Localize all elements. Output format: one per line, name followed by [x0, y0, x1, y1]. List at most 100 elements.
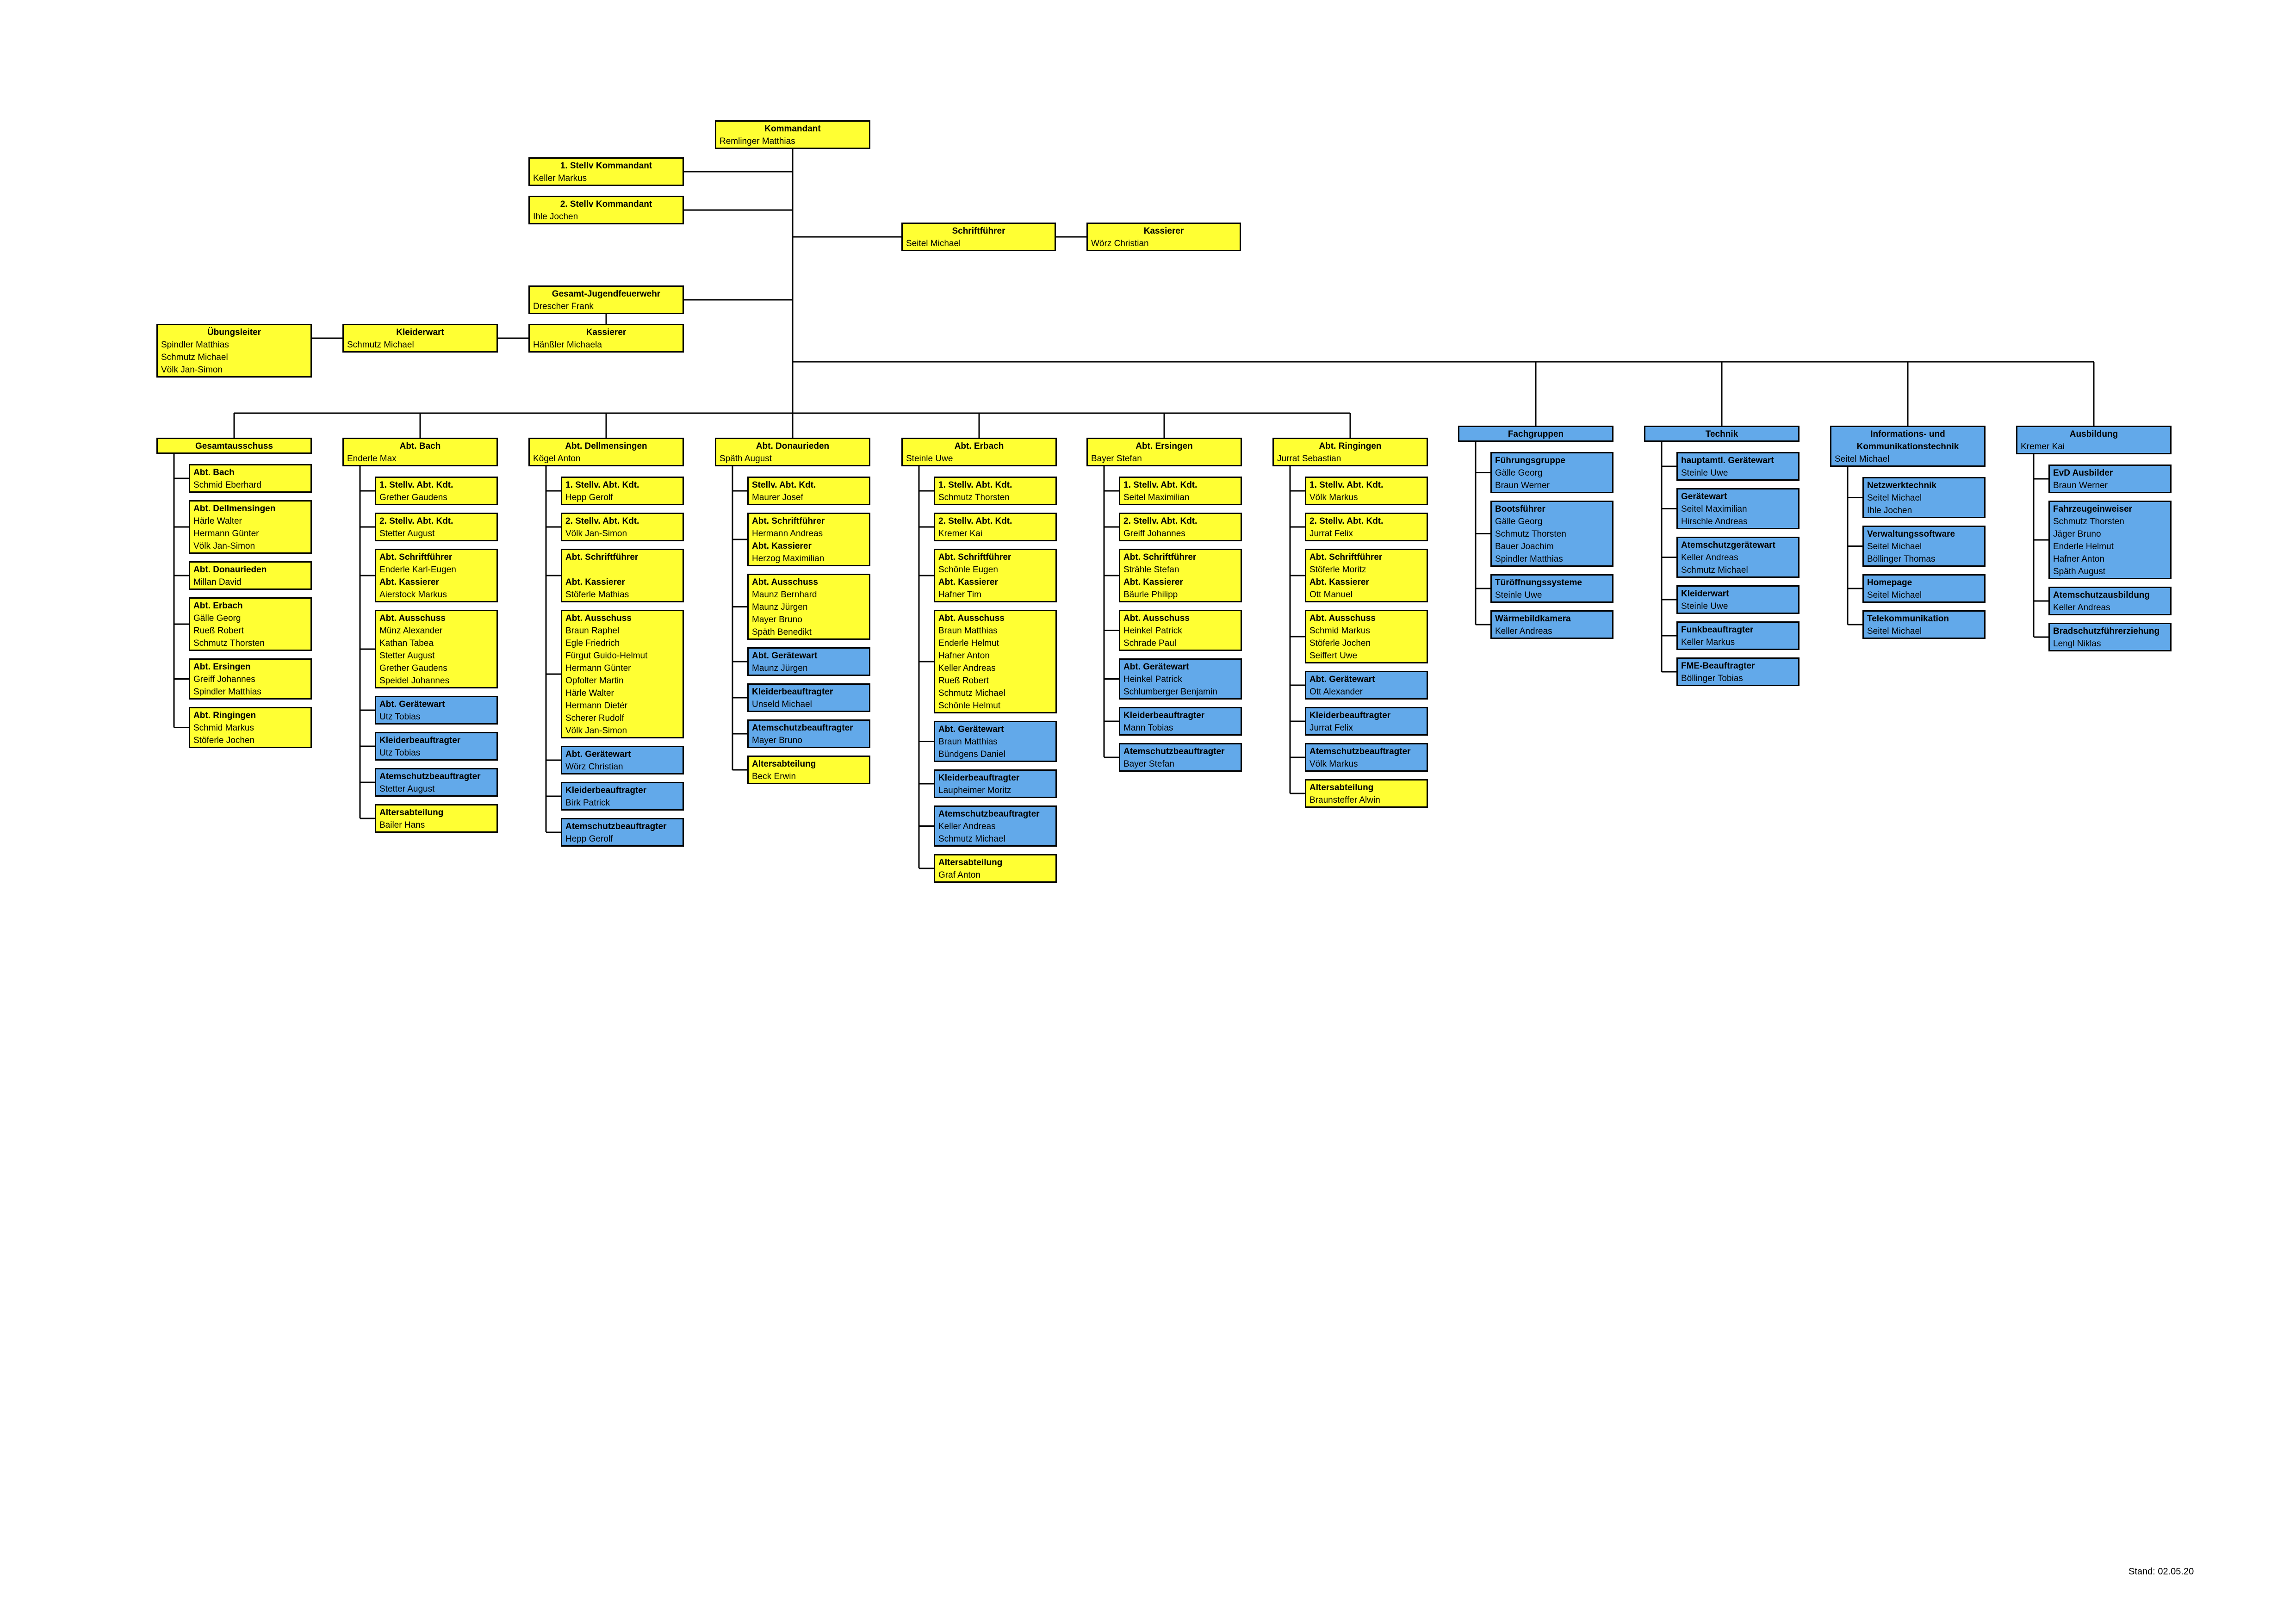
person-name: Scherer Rudolf: [565, 713, 624, 723]
column-head-3-title: Abt. Donaurieden: [756, 441, 830, 451]
position-label: Funkbeauftragter: [1681, 625, 1754, 635]
position-label: Türöffnungssysteme: [1495, 578, 1582, 588]
person-name: Bauer Joachim: [1495, 542, 1554, 551]
person-name: Hafner Anton: [2053, 554, 2104, 564]
person-name: Greiff Johannes: [1123, 529, 1185, 539]
person-name: Seitel Maximilian: [1123, 493, 1190, 502]
position-label: Abt. Schriftführer: [1309, 552, 1383, 562]
person-name: Maurer Josef: [752, 493, 803, 502]
jugendfeuerwehr-box-name: Drescher Frank: [533, 302, 594, 311]
person-name: Schmid Markus: [1309, 626, 1370, 636]
person-name: Seitel Maximilian: [1681, 504, 1747, 514]
person-name: Völk Jan-Simon: [565, 529, 627, 539]
person-name: Utz Tobias: [379, 748, 421, 758]
person-name: Völk Jan-Simon: [193, 541, 255, 551]
person-name: Stöferle Jochen: [1309, 638, 1371, 648]
position-label: 2. Stellv. Abt. Kdt.: [1309, 516, 1384, 526]
jugend-uebungsleiter-box-name: Völk Jan-Simon: [161, 365, 223, 375]
position-label: Abt. Erbach: [193, 601, 243, 611]
person-name: Schmid Markus: [193, 723, 254, 733]
position-label: Gerätewart: [1681, 492, 1727, 502]
column-head-9-name: Seitel Michael: [1835, 454, 1890, 464]
position-box: 1. Stellv. Abt. Kdt.Grether Gaudens: [375, 477, 498, 505]
jugend-uebungsleiter-box-name: Schmutz Michael: [161, 353, 228, 362]
person-name: Millan David: [193, 577, 242, 587]
person-name: Schmutz Thorsten: [2053, 517, 2124, 527]
column-head-0: Gesamtausschuss: [156, 438, 312, 454]
person-name: Bayer Stefan: [1123, 759, 1174, 769]
position-label: hauptamtl. Gerätewart: [1681, 456, 1774, 465]
person-name: Stetter August: [379, 784, 435, 794]
column-head-8-title: Technik: [1705, 429, 1738, 439]
column-head-2-name: Kögel Anton: [533, 454, 581, 464]
person-name: Speidel Johannes: [379, 676, 450, 686]
person-name: Gälle Georg: [1495, 468, 1543, 478]
position-label: 2. Stellv. Abt. Kdt.: [379, 516, 453, 526]
position-label: Bradschutzführerziehung: [2053, 626, 2160, 636]
person-name: Hafner Anton: [938, 651, 990, 661]
person-name: Ihle Jochen: [1867, 506, 1912, 515]
column-head-4-name: Steinle Uwe: [906, 454, 953, 464]
position-label: Fahrzeugeinweiser: [2053, 504, 2133, 514]
position-label: Wärmebildkamera: [1495, 614, 1571, 624]
column-head-5-title: Abt. Ersingen: [1136, 441, 1193, 451]
person-name: Laupheimer Moritz: [938, 786, 1011, 795]
position-label: 1. Stellv. Abt. Kdt.: [938, 480, 1012, 490]
position-box: 2. Stellv. Abt. Kdt. Völk Jan-Simon: [561, 513, 684, 541]
column-head-1-name: Enderle Max: [347, 454, 397, 464]
position-box: 1. Stellv. Abt. Kdt.Hepp Gerolf: [561, 477, 684, 505]
position-label: Abt. Schriftführer: [379, 552, 453, 562]
position-label: Atemschutzbeauftragter: [752, 723, 853, 733]
position-label: Verwaltungssoftware: [1867, 529, 1955, 539]
stellv2-box-name: Ihle Jochen: [533, 212, 578, 222]
person-name: Grether Gaudens: [379, 663, 447, 673]
person-name: Gälle Georg: [1495, 517, 1543, 527]
person-name: Spindler Matthias: [193, 687, 261, 697]
jugendfeuerwehr-box-title: Gesamt-Jugendfeuerwehr: [552, 289, 661, 299]
jugend-kleiderwart-box-name: Schmutz Michael: [347, 340, 414, 350]
position-label: Abt. Dellmensingen: [193, 504, 276, 514]
position-label: Abt. Bach: [193, 468, 235, 477]
person-name: Mann Tobias: [1123, 723, 1173, 733]
person-name: Schmutz Michael: [1681, 565, 1748, 575]
position-label: Kleiderwart: [1681, 589, 1729, 599]
column-head-1-title: Abt. Bach: [399, 441, 441, 451]
person-name: Böllinger Tobias: [1681, 674, 1743, 683]
person-name: Seitel Michael: [1867, 542, 1922, 551]
person-name: Späth Benedikt: [752, 627, 812, 637]
kassierer-box-name: Wörz Christian: [1091, 239, 1149, 248]
position-label: 2. Stellv. Abt. Kdt.: [565, 516, 639, 526]
column-head-6-title: Abt. Ringingen: [1319, 441, 1382, 451]
column-head-7: Fachgruppen: [1458, 426, 1613, 442]
person-name: Beck Erwin: [752, 772, 796, 781]
position-label: Stellv. Abt. Kdt.: [752, 480, 816, 490]
person-name: Keller Andreas: [2053, 603, 2110, 613]
position-label: Homepage: [1867, 578, 1912, 588]
position-label: Abt. Schriftführer: [1123, 552, 1197, 562]
column-head-5-name: Bayer Stefan: [1091, 454, 1142, 464]
position-label: Atemschutzbeauftragter: [1309, 747, 1411, 756]
